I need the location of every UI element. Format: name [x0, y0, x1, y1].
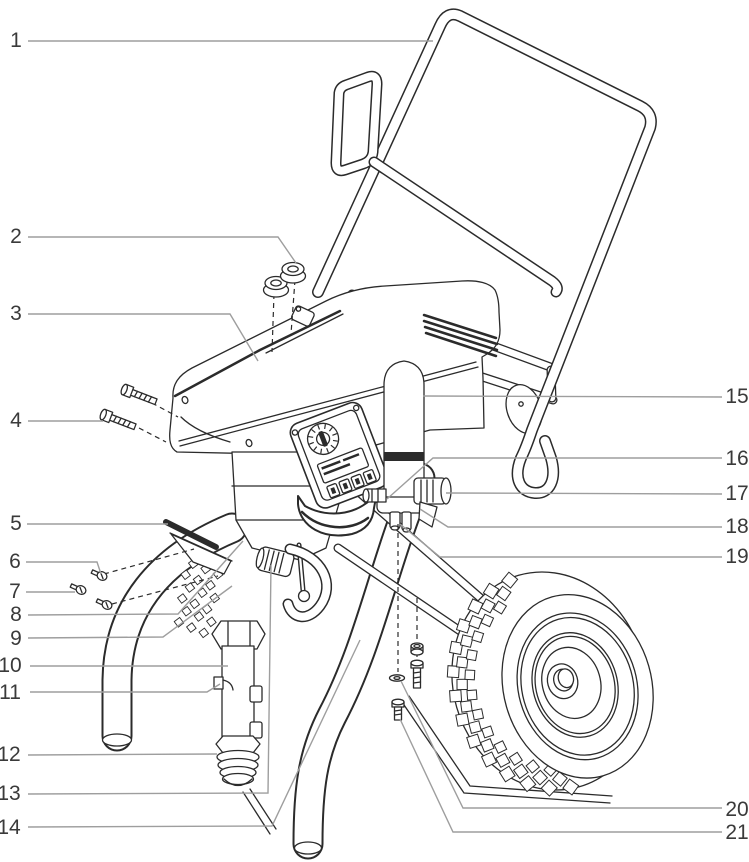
- lower-frame-bar: [401, 695, 613, 804]
- callout-label-5: 5: [10, 512, 22, 535]
- cover-screw-hole: [181, 395, 189, 405]
- callout-label-12: 12: [0, 743, 21, 766]
- leader-13: [27, 564, 272, 795]
- callout-label-2: 2: [10, 225, 22, 248]
- leader-15: [422, 395, 723, 398]
- cover-screw: [69, 583, 87, 595]
- callout-label-14: 14: [0, 816, 21, 839]
- packing-nut: [211, 620, 266, 650]
- axle-nut: [410, 642, 424, 656]
- leader-6: [26, 561, 102, 575]
- leader-20: [400, 680, 722, 809]
- callout-label-16: 16: [725, 447, 748, 470]
- shroud-lid-edge: [173, 309, 342, 398]
- alignment-dash: [290, 279, 296, 335]
- callout-label-6: 6: [9, 550, 21, 573]
- outlet-fitting: [362, 488, 387, 503]
- wheel: [446, 571, 654, 797]
- leader-14: [27, 639, 361, 828]
- shroud-vents: [422, 313, 499, 358]
- callout-label-21: 21: [725, 821, 748, 844]
- callout-label-1: 1: [10, 29, 22, 52]
- leader-12: [27, 753, 218, 756]
- alignment-dash: [151, 402, 179, 418]
- leader-18: [419, 508, 722, 528]
- leader-lines: [26, 40, 723, 833]
- callout-label-8: 8: [10, 603, 22, 626]
- leader-9: [27, 585, 233, 639]
- shroud-bolt: [99, 408, 137, 431]
- wheel-rim: [501, 593, 654, 779]
- leader-2: [28, 236, 297, 264]
- axle-bolt: [410, 659, 424, 689]
- callout-label-4: 4: [10, 409, 22, 432]
- callout-label-13: 13: [0, 782, 21, 805]
- cover-screw: [95, 598, 113, 610]
- inlet-strainer: [215, 735, 261, 787]
- deflector-shield: [163, 519, 233, 575]
- callout-label-19: 19: [725, 545, 748, 568]
- alignment-dash: [271, 293, 275, 353]
- leader-8: [27, 540, 244, 616]
- tube-strap: [249, 685, 263, 703]
- callout-label-17: 17: [725, 482, 748, 505]
- callout-label-15: 15: [725, 385, 748, 408]
- callout-label-7: 7: [9, 580, 21, 603]
- leader-3: [28, 313, 259, 362]
- handle-grommet: [279, 261, 307, 284]
- panel-buttons[interactable]: [326, 469, 377, 499]
- filter-assembly: [362, 360, 430, 533]
- leader-19: [399, 523, 722, 558]
- leader-17: [445, 492, 723, 495]
- leader-16: [386, 457, 722, 500]
- alignment-dash: [138, 427, 167, 443]
- callout-label-10: 10: [0, 654, 22, 677]
- alignment-dash: [103, 548, 195, 575]
- callout-label-9: 9: [10, 627, 22, 650]
- callout-label-20: 20: [725, 798, 748, 821]
- cart-right-leg: [292, 462, 436, 860]
- tube-strap: [249, 721, 263, 739]
- pressure-transducer: [255, 546, 295, 578]
- tube-clip: [213, 676, 224, 690]
- callout-label-18: 18: [725, 515, 748, 538]
- leader-21: [399, 718, 722, 833]
- callout-labels: 1 2 3 4 5 6 7 8 9 10 11 12 13 14 15 16 1…: [0, 29, 749, 844]
- alignment-dash: [111, 575, 219, 605]
- suction-tube: [213, 645, 263, 745]
- wheel-hub: [546, 663, 579, 700]
- callout-label-3: 3: [10, 302, 22, 325]
- cover-screw: [90, 569, 108, 581]
- panel-hood: [297, 491, 378, 537]
- handle-folded-position: [330, 70, 563, 298]
- shroud-bolt: [120, 383, 158, 406]
- platform-corner: [242, 788, 277, 835]
- frame-bolt: [391, 698, 405, 721]
- pressure-knob-ridges: [308, 424, 338, 454]
- cover-screw-hole: [245, 438, 253, 448]
- leader-11: [30, 683, 221, 693]
- filter-band: [384, 452, 424, 461]
- callout-label-11: 11: [0, 681, 21, 704]
- handle-mount-bracket: [290, 305, 315, 327]
- prime-spray-valve[interactable]: [413, 477, 452, 528]
- axle-washer: [388, 674, 406, 682]
- return-hose: [282, 543, 333, 623]
- wheel-tread-knobs: [446, 571, 580, 797]
- control-panel: [289, 401, 389, 509]
